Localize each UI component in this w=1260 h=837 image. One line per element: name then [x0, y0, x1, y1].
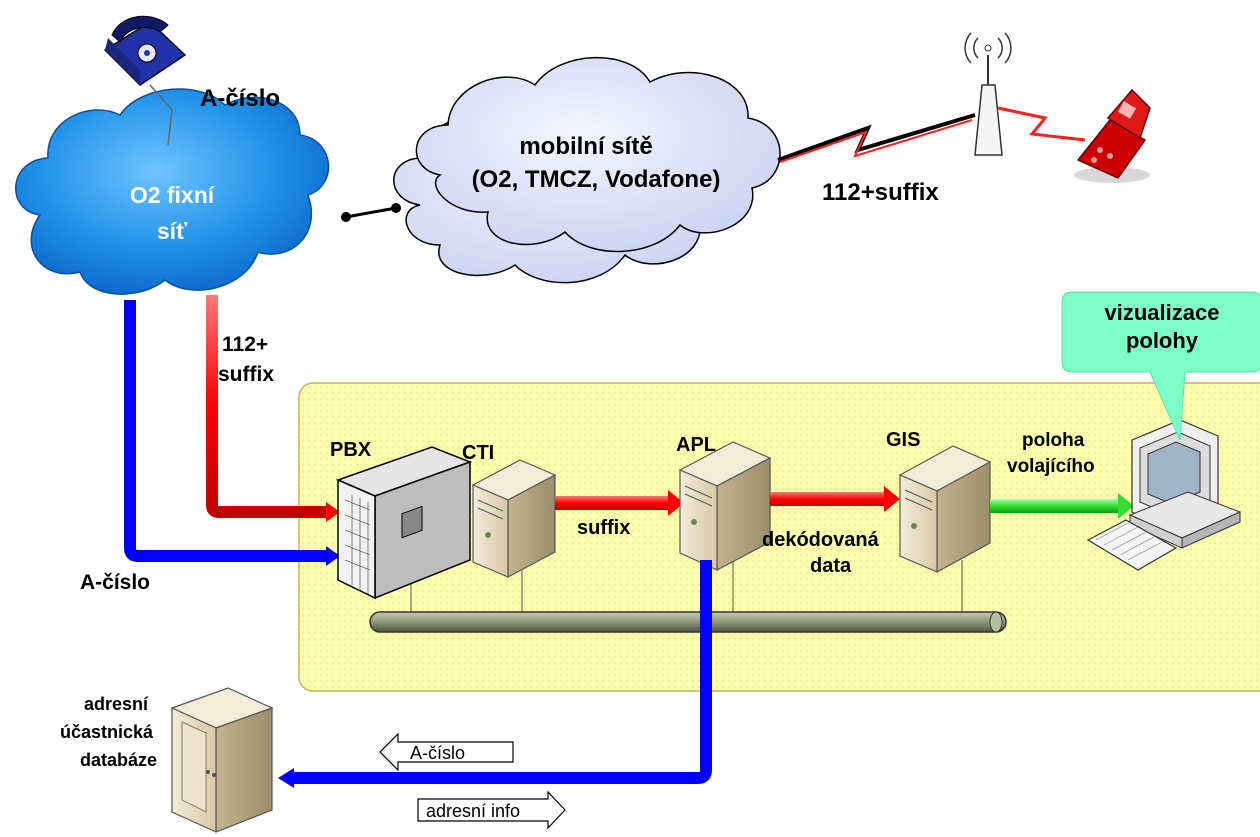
visualization-label-1: vizualizace	[1105, 300, 1220, 325]
database-query-line	[292, 560, 712, 784]
mobile-network-label-1: mobilní sítě	[519, 133, 652, 160]
red-call-arrowhead	[326, 502, 340, 522]
database-query-arrowhead	[278, 768, 294, 788]
suffix-arrowhead	[668, 490, 684, 516]
suffix-red-label-2: suffix	[218, 363, 274, 386]
fixed-network-label-2: síť	[157, 218, 188, 244]
location-label-1: poloha	[1022, 430, 1085, 451]
radio-link-red	[779, 119, 973, 163]
cloud-interconnect	[341, 203, 401, 222]
a-cislo-top-label: A-číslo	[200, 85, 280, 112]
address-info-hollow-arrow	[417, 790, 566, 830]
red-call-line	[206, 295, 328, 518]
decoded-label-2: data	[810, 555, 852, 577]
mobile-network-cloud	[415, 56, 781, 253]
workstation-icon	[1086, 419, 1242, 571]
pbx-server-icon	[335, 446, 473, 600]
mobile-phone-icon	[1074, 88, 1151, 183]
address-info-label: adresní info	[426, 801, 520, 821]
apl-label: APL	[676, 434, 716, 456]
suffix-arrow-line	[555, 496, 671, 510]
decoded-arrow-line	[770, 492, 888, 506]
radio-link-mobile	[997, 106, 1086, 142]
decoded-label-1: dekódovaná	[762, 529, 880, 551]
suffix-arrow-label: suffix	[577, 517, 630, 539]
fixed-network-label-1: O2 fixní	[130, 182, 216, 208]
lan-bus	[369, 560, 1007, 633]
location-label-2: volajícího	[1007, 456, 1095, 477]
database-label-3: databáze	[80, 750, 157, 770]
database-label-2: účastnická	[60, 722, 154, 742]
antenna-icon	[964, 32, 1012, 156]
suffix-red-label-1: 112+	[222, 333, 268, 356]
location-arrowhead	[1118, 493, 1134, 519]
visualization-callout	[1061, 291, 1260, 441]
mobile-network-label-2: (O2, TMCZ, Vodafone)	[472, 166, 721, 193]
gis-label: GIS	[886, 429, 920, 451]
desk-phone-icon	[103, 15, 187, 146]
database-server-icon	[170, 687, 274, 833]
fixed-network-cloud	[15, 88, 330, 295]
a-cislo-db-label: A-číslo	[410, 743, 465, 763]
blue-number-arrowhead	[326, 546, 340, 566]
cti-label: CTI	[462, 442, 494, 464]
blue-number-line	[124, 300, 328, 562]
suffix-radio-label: 112+suffix	[822, 179, 939, 206]
gis-server-icon	[898, 445, 992, 574]
database-label-1: adresní	[84, 694, 149, 714]
decoded-arrowhead	[884, 486, 900, 512]
pbx-label: PBX	[330, 439, 372, 461]
apl-server-icon	[678, 441, 772, 571]
a-cislo-hollow-arrow	[379, 732, 514, 772]
a-cislo-left-label: A-číslo	[80, 571, 150, 594]
cti-server-icon	[471, 459, 557, 578]
visualization-label-2: polohy	[1126, 328, 1199, 353]
location-arrow-line	[990, 499, 1120, 513]
